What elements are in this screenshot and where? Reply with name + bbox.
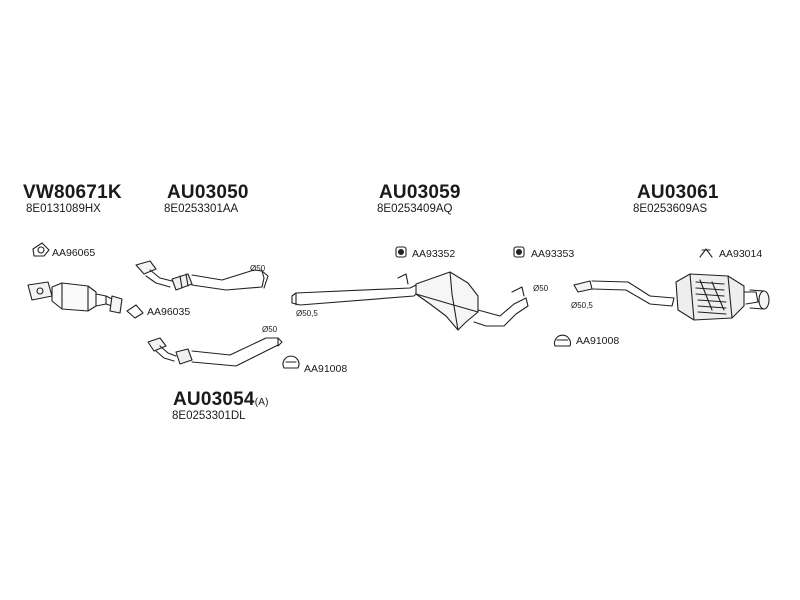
diameter-label: Ø50 — [533, 284, 549, 293]
gasket-hole-icon — [37, 246, 45, 254]
catalytic-converter-part — [27, 281, 123, 314]
accessory-ref-gasket-2: AA96035 — [147, 306, 191, 318]
part-code-front-pipe: AU03050 — [167, 182, 249, 203]
accessory-ref-mount-2: AA93353 — [531, 248, 575, 260]
accessory-ref-clamp-1: AA91008 — [304, 363, 348, 375]
clamp-icon — [553, 334, 572, 347]
part-code-front-pipe-alt: AU03054(A) — [173, 389, 269, 411]
part-code-front-pipe-alt-suffix: (A) — [254, 397, 269, 408]
diameter-label: Ø50 — [262, 325, 278, 334]
clamp-icon — [282, 355, 300, 369]
oem-number-front-pipe: 8E0253301AA — [164, 203, 239, 215]
center-silencer-part — [291, 271, 529, 331]
rear-silencer-part — [573, 273, 770, 321]
accessory-ref-clamp-2: AA91008 — [576, 335, 620, 347]
rubber-mount-icon — [513, 246, 525, 258]
oem-number-front-pipe-alt: 8E0253301DL — [172, 410, 246, 422]
part-code-rear-silencer: AU03061 — [637, 182, 719, 203]
gasket-icon — [126, 304, 144, 319]
hanger-icon — [699, 248, 713, 258]
part-code-center-silencer: AU03059 — [379, 182, 461, 203]
front-pipe-part — [135, 260, 269, 291]
part-code-front-pipe-alt-value: AU03054 — [173, 389, 255, 410]
accessory-ref-mount-1: AA93352 — [412, 248, 456, 260]
diameter-label: Ø50,5 — [571, 301, 593, 310]
diameter-label: Ø50 — [250, 264, 266, 273]
oem-number-center-silencer: 8E0253409AQ — [377, 203, 453, 215]
rubber-mount-icon — [395, 246, 407, 258]
accessory-ref-hanger: AA93014 — [719, 248, 763, 260]
oem-number-catalytic: 8E0131089HX — [26, 203, 101, 215]
front-pipe-alt-part — [147, 337, 283, 367]
oem-number-rear-silencer: 8E0253609AS — [633, 203, 708, 215]
diameter-label: Ø50,5 — [296, 309, 318, 318]
gasket-icon — [32, 242, 50, 257]
accessory-ref-gasket-1: AA96065 — [52, 247, 96, 259]
part-code-catalytic: VW80671K — [23, 182, 122, 203]
